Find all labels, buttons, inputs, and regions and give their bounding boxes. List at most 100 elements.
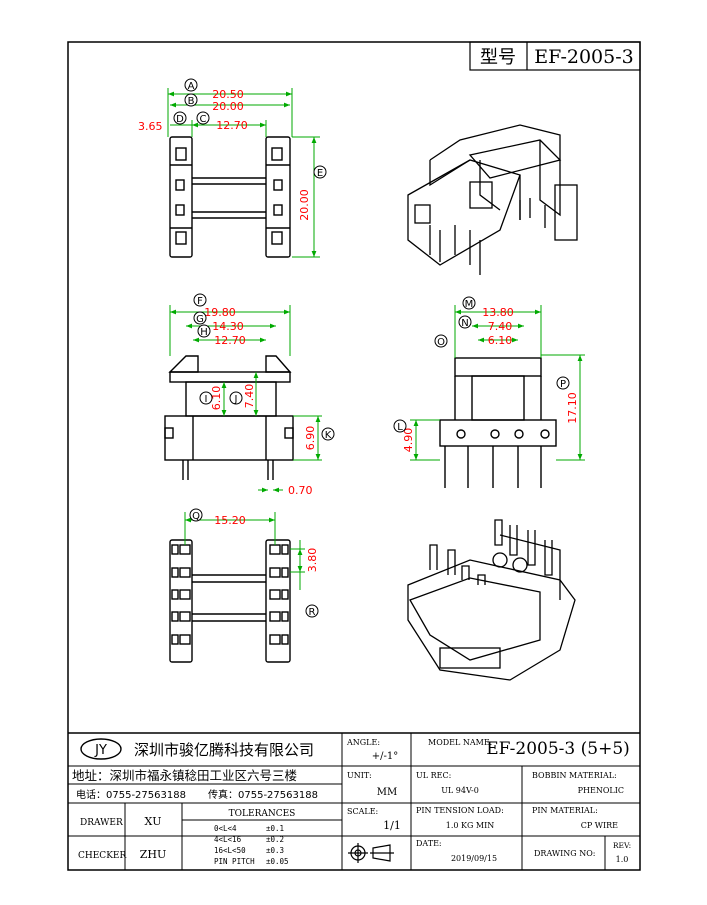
ref-N: N <box>458 315 472 329</box>
dim-I: 6.10 <box>210 386 223 411</box>
ref-F: F <box>193 293 207 307</box>
svg-text:G: G <box>196 314 204 325</box>
scale-value: 1/1 <box>383 819 401 832</box>
svg-text:O: O <box>437 337 445 348</box>
ref-E: E <box>313 165 327 179</box>
svg-text:R: R <box>309 607 316 618</box>
ref-J: J <box>229 391 243 405</box>
rev-value: 1.0 <box>616 855 629 864</box>
dimension-values: 20.50 20.00 12.70 3.65 20.00 19.80 14.30… <box>138 88 579 572</box>
header-model-box: 型号 EF-2005-3 <box>469 41 641 71</box>
dim-G: 14.30 <box>212 320 244 333</box>
ref-P: P <box>556 376 570 390</box>
tol-value-0: ±0.1 <box>266 824 284 833</box>
ref-K: K <box>321 427 335 441</box>
drawing-no-label: DRAWING NO: <box>534 849 595 858</box>
projection-symbol-icon <box>348 843 394 863</box>
view-front-top <box>169 136 291 258</box>
svg-text:I: I <box>205 394 208 405</box>
tolerances-label: TOLERANCES <box>229 809 296 819</box>
angle-value: +/-1° <box>372 751 399 762</box>
model-name-label: MODEL NAME: <box>428 738 492 747</box>
title-block-text: JY 深圳市骏亿腾科技有限公司 地址：深圳市福永镇稔田工业区六号三楼 电话：07… <box>72 738 631 866</box>
dim-J: 7.40 <box>243 384 256 409</box>
svg-text:D: D <box>176 114 184 125</box>
dims-view-front-right <box>410 305 585 461</box>
pin-tension-label: PIN TENSION LOAD: <box>416 806 504 815</box>
checker-value: ZHU <box>140 848 167 861</box>
svg-text:L: L <box>397 422 403 433</box>
svg-text:K: K <box>325 430 332 441</box>
scale-label: SCALE: <box>347 807 378 816</box>
view-front-right <box>439 357 557 488</box>
ref-H: H <box>197 324 211 338</box>
unit-value: MM <box>377 787 397 798</box>
ref-I: I <box>199 391 213 405</box>
pin-tension-value: 1.0 KG MIN <box>446 821 495 830</box>
ref-R: R <box>305 604 319 618</box>
drawing-border <box>67 41 641 871</box>
dim-H: 12.70 <box>214 334 246 347</box>
dim-C: 12.70 <box>216 119 248 132</box>
tol-value-1: ±0.2 <box>266 835 284 844</box>
svg-text:B: B <box>188 96 195 107</box>
view-side-middle <box>164 355 294 480</box>
drawer-value: XU <box>144 815 161 828</box>
bobbin-material-value: PHENOLIC <box>578 786 624 795</box>
dims-view-front-top <box>167 88 320 258</box>
header-model: EF-2005-3 <box>534 46 633 68</box>
ref-Q: Q <box>189 508 203 522</box>
checker-label: CHECKER <box>78 851 126 861</box>
unit-label: UNIT: <box>347 771 372 780</box>
ref-C: C <box>196 111 210 125</box>
view-bottom <box>169 539 291 663</box>
dim-M: 13.80 <box>482 306 514 319</box>
ul-rec-value: UL 94V-0 <box>441 786 479 795</box>
tol-value-3: ±0.05 <box>266 857 289 866</box>
company-address: 地址：深圳市福永镇稔田工业区六号三楼 <box>72 768 297 783</box>
svg-text:A: A <box>188 81 195 92</box>
drawer-label: DRAWER <box>80 818 123 828</box>
pin-material-label: PIN MATERIAL: <box>532 806 598 815</box>
date-value: 2019/09/15 <box>451 854 497 863</box>
dim-A: 20.50 <box>212 88 244 101</box>
company-name: 深圳市骏亿腾科技有限公司 <box>134 741 314 759</box>
svg-text:H: H <box>200 327 208 338</box>
svg-text:J: J <box>234 394 238 405</box>
company-tel: 电话：0755-27563188 <box>76 788 186 801</box>
dim-R: 3.80 <box>306 548 319 573</box>
logo: JY <box>80 738 122 760</box>
title-block <box>68 732 640 870</box>
tol-range-0: 0<L<4 <box>214 824 237 833</box>
ref-O: O <box>434 334 448 348</box>
tol-range-1: 4<L<16 <box>214 835 242 844</box>
ul-rec-label: UL REC: <box>416 771 451 780</box>
ref-M: M <box>462 296 476 310</box>
ref-D: D <box>173 111 187 125</box>
dim-N: 7.40 <box>488 320 513 333</box>
bobbin-material-label: BOBBIN MATERIAL: <box>532 771 617 780</box>
dim-O: 6.10 <box>488 334 513 347</box>
pin-material-value: CP WIRE <box>581 821 618 830</box>
tol-value-2: ±0.3 <box>266 846 284 855</box>
angle-label: ANGLE: <box>346 738 380 747</box>
dim-pin-width: 0.70 <box>288 484 313 497</box>
ref-L: L <box>393 419 407 433</box>
reference-letters: A B D C E F G H I J K M N O P L Q R <box>173 78 570 618</box>
ref-A: A <box>184 78 198 92</box>
dim-P: 17.10 <box>566 392 579 424</box>
svg-text:M: M <box>465 299 474 310</box>
tol-range-3: PIN PITCH <box>214 857 255 866</box>
ref-G: G <box>193 311 207 325</box>
dim-E: 20.00 <box>298 189 311 221</box>
svg-text:N: N <box>461 318 468 329</box>
dim-Q: 15.20 <box>214 514 246 527</box>
svg-text:C: C <box>200 114 207 125</box>
model-name-value: EF-2005-3 (5+5) <box>486 739 630 759</box>
pin-pads-right <box>269 544 289 645</box>
dims-view-side-middle <box>169 305 322 493</box>
logo-text: JY <box>94 743 107 758</box>
svg-text:E: E <box>317 168 323 179</box>
date-label: DATE: <box>416 839 442 848</box>
svg-text:F: F <box>197 296 203 307</box>
